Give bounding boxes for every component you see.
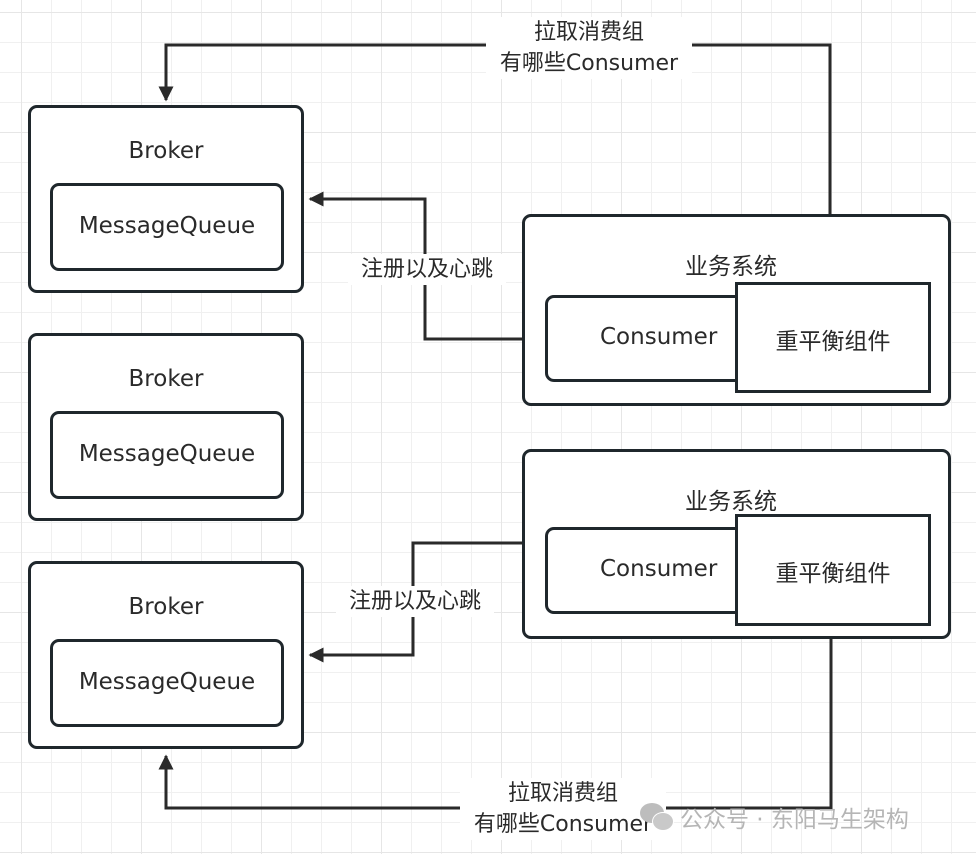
business-system-1-title: 业务系统 — [685, 254, 777, 280]
broker-1: Broker MessageQueue — [28, 105, 304, 293]
message-queue-2: MessageQueue — [50, 411, 284, 499]
rebalance-component-1-label: 重平衡组件 — [775, 329, 891, 355]
broker-3-title: Broker — [128, 594, 204, 620]
watermark-text: 公众号 · 东阳马生架构 — [680, 807, 909, 833]
business-system-2-title: 业务系统 — [685, 489, 777, 515]
rebalance-component-2: 重平衡组件 — [735, 514, 931, 626]
consumer-2: Consumer — [545, 527, 745, 614]
edge-label-bottom-pull: 拉取消费组 有哪些Consumer — [460, 778, 666, 840]
message-queue-3-label: MessageQueue — [78, 669, 256, 695]
message-queue-3: MessageQueue — [50, 639, 284, 727]
message-queue-1: MessageQueue — [50, 183, 284, 271]
consumer-1: Consumer — [545, 295, 745, 382]
broker-3: Broker MessageQueue — [28, 561, 304, 749]
rebalance-component-2-label: 重平衡组件 — [775, 561, 891, 587]
edge-label-top-pull-line1: 拉取消费组 — [533, 20, 644, 45]
business-system-2: 业务系统 Consumer 重平衡组件 — [522, 449, 951, 639]
edge-label-top-pull: 拉取消费组 有哪些Consumer — [486, 17, 692, 79]
rebalance-component-1: 重平衡组件 — [735, 282, 931, 393]
consumer-2-label: Consumer — [600, 556, 718, 582]
broker-2: Broker MessageQueue — [28, 333, 304, 521]
message-queue-2-label: MessageQueue — [78, 441, 256, 467]
edge-label-bottom-pull-line1: 拉取消费组 — [507, 781, 618, 806]
wechat-icon — [640, 803, 674, 831]
business-system-1: 业务系统 Consumer 重平衡组件 — [522, 214, 951, 406]
edge-label-bottom-pull-line2: 有哪些Consumer — [473, 812, 653, 837]
edge-label-register-1: 注册以及心跳 — [348, 254, 506, 285]
message-queue-1-label: MessageQueue — [78, 213, 256, 239]
watermark: 公众号 · 东阳马生架构 — [640, 800, 909, 834]
consumer-1-label: Consumer — [600, 324, 718, 350]
broker-1-title: Broker — [128, 138, 204, 164]
broker-2-title: Broker — [128, 366, 204, 392]
edge-label-register-2: 注册以及心跳 — [336, 586, 494, 617]
edge-label-top-pull-line2: 有哪些Consumer — [499, 51, 679, 76]
